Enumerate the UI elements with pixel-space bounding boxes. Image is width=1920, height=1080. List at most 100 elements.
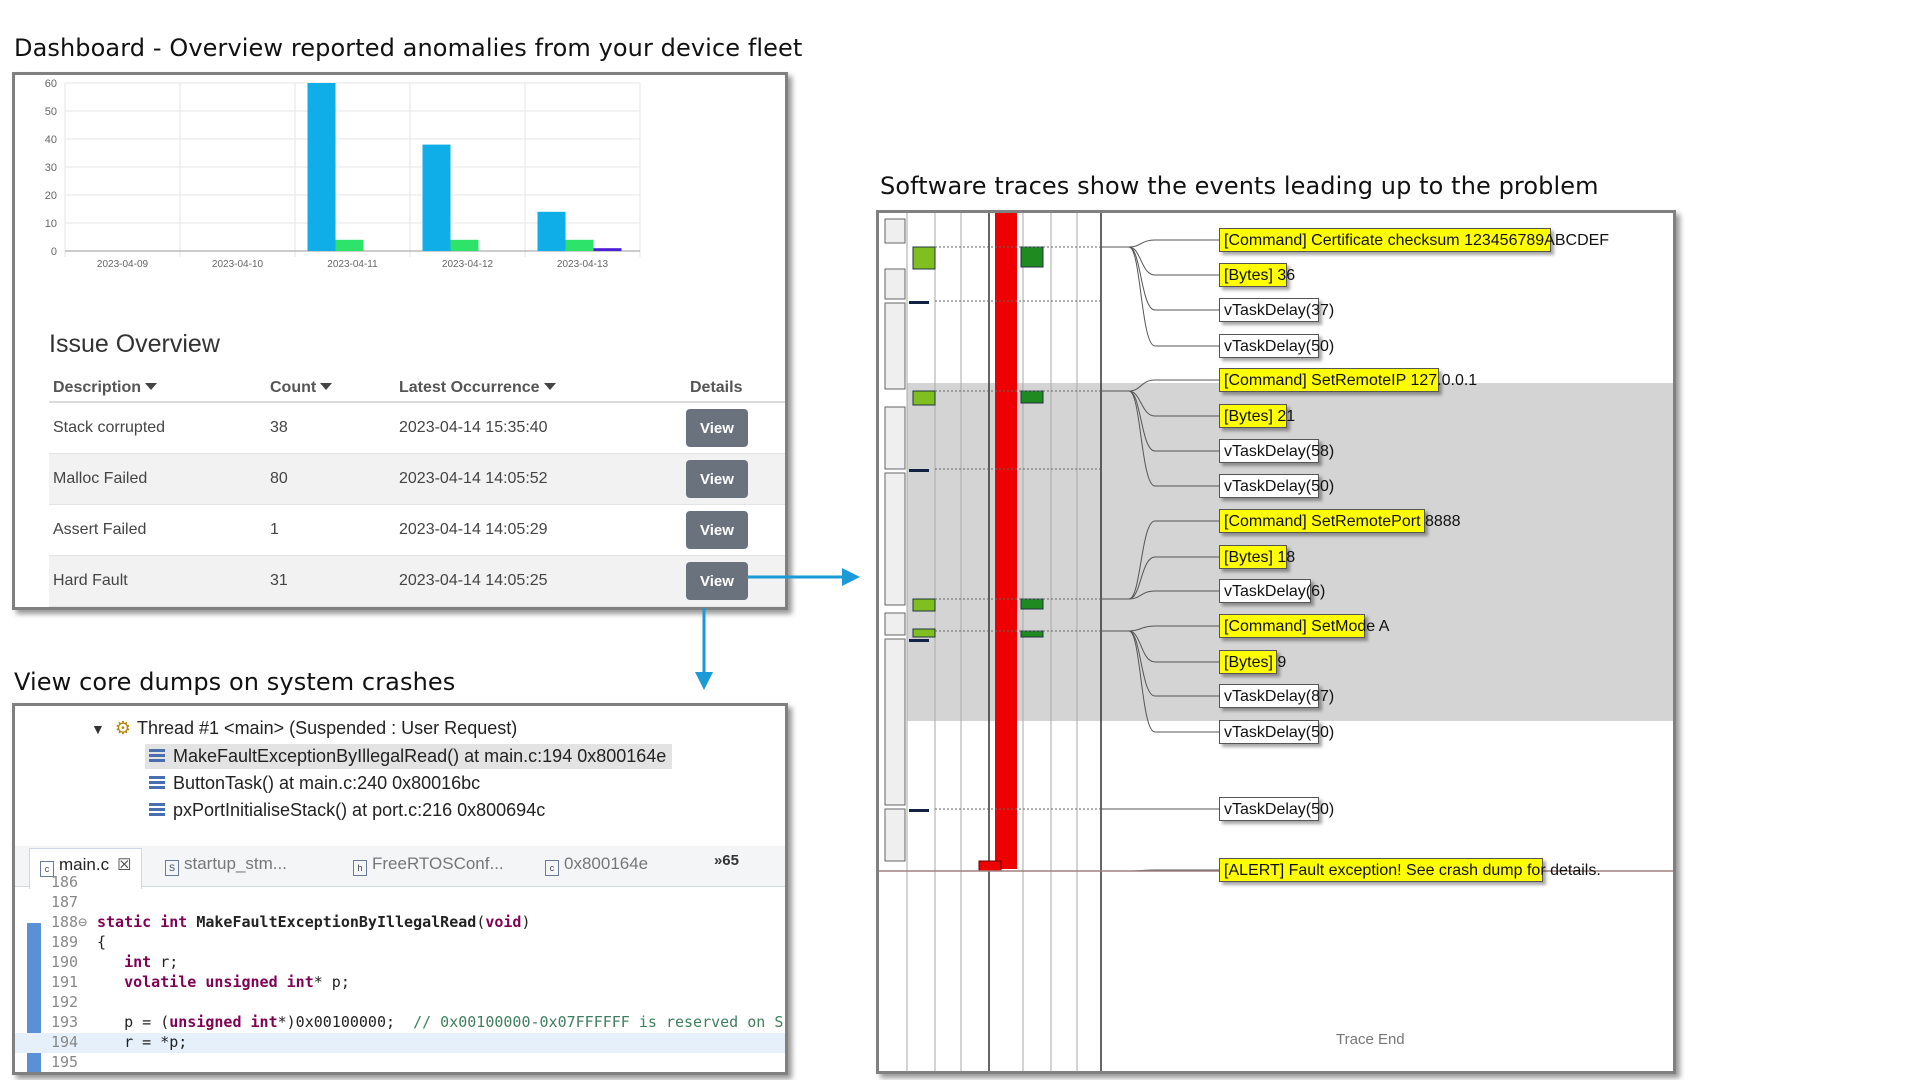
trace-event-label[interactable]: vTaskDelay(50): [1219, 334, 1334, 358]
more-tabs-button[interactable]: »65: [713, 852, 739, 869]
thread-entry[interactable]: ▼⚙Thread #1 <main> (Suspended : User Req…: [91, 718, 518, 738]
issue-description: Stack corrupted: [53, 419, 166, 436]
code-line[interactable]: 193 p = (unsigned int*)0x00100000; // 0x…: [15, 1013, 785, 1033]
task-block: [884, 612, 906, 636]
trace-event-label[interactable]: [Command] SetRemoteIP 127.0.0.1: [1219, 368, 1477, 392]
trace-event-label[interactable]: vTaskDelay(50): [1219, 797, 1334, 821]
code-editor[interactable]: 186 187 188⊖static int MakeFaultExceptionB…: [15, 873, 785, 1072]
line-number: 190: [51, 953, 79, 971]
trace-end-label: Trace End: [1336, 1031, 1405, 1048]
code-line[interactable]: 195: [15, 1053, 785, 1072]
stack-frame[interactable]: MakeFaultExceptionByIllegalRead() at mai…: [145, 744, 673, 769]
stack-frame[interactable]: pxPortInitialiseStack() at port.c:216 0x…: [145, 798, 551, 823]
issue-overview-title: Issue Overview: [49, 330, 220, 358]
trace-event-label[interactable]: [Bytes] 21: [1219, 404, 1295, 428]
trace-event-label[interactable]: [Command] SetRemotePort 8888: [1219, 509, 1461, 533]
x-tick-label: 2023-04-10: [212, 259, 264, 270]
trace-event-label[interactable]: vTaskDelay(50): [1219, 474, 1334, 498]
code-line[interactable]: 189 {: [15, 933, 785, 953]
trace-event-label[interactable]: vTaskDelay(50): [1219, 720, 1334, 744]
bar: [422, 144, 451, 251]
trace-connector: [1101, 246, 1219, 311]
code-line[interactable]: 191 volatile unsigned int* p;: [15, 973, 785, 993]
x-tick-label: 2023-04-11: [327, 259, 378, 270]
core-dump-panel: ▼⚙Thread #1 <main> (Suspended : User Req…: [12, 703, 788, 1075]
task-block: [884, 472, 906, 606]
line-number: 187: [51, 893, 79, 911]
code-text: {: [97, 933, 107, 951]
trace-event-label[interactable]: [Bytes] 36: [1219, 263, 1295, 287]
code-text: p = (unsigned int*)0x00100000; // 0x0010…: [97, 1013, 784, 1031]
line-number: 186: [51, 873, 79, 891]
trace-connector: [1101, 630, 1219, 733]
bar: [537, 211, 566, 251]
view-button[interactable]: View: [686, 562, 748, 600]
task-block: [884, 406, 906, 470]
code-line[interactable]: 186: [15, 873, 785, 893]
close-tab-icon[interactable]: ☒: [117, 857, 132, 874]
y-tick-label: 20: [45, 190, 57, 202]
trace-event-label[interactable]: vTaskDelay(37): [1219, 298, 1334, 322]
view-button[interactable]: View: [686, 511, 748, 549]
bar: [565, 239, 594, 251]
stack-frame-icon: [149, 803, 165, 817]
issue-count: 38: [270, 419, 288, 436]
collapse-chevron-icon[interactable]: ▼: [91, 721, 105, 737]
code-line[interactable]: 192: [15, 993, 785, 1013]
issue-count: 80: [270, 470, 288, 487]
code-line[interactable]: 188⊖static int MakeFaultExceptionByIlleg…: [15, 913, 785, 933]
issue-count: 1: [270, 521, 279, 538]
trace-connector: [1101, 590, 1219, 600]
header-description[interactable]: Description: [53, 379, 158, 397]
trace-event-label[interactable]: [Bytes] 9: [1219, 650, 1286, 674]
trace-event-label[interactable]: vTaskDelay(87): [1219, 684, 1334, 708]
event-box: [912, 628, 936, 638]
header-count[interactable]: Count: [270, 379, 333, 397]
sort-caret-icon: [543, 383, 556, 390]
event-box: [1020, 598, 1044, 610]
core-dumps-caption: View core dumps on system crashes: [14, 668, 456, 696]
y-tick-label: 30: [45, 162, 57, 174]
line-number: 191: [51, 973, 79, 991]
task-marker: [909, 639, 929, 642]
code-line[interactable]: 187: [15, 893, 785, 913]
trace-event-label[interactable]: vTaskDelay(6): [1219, 579, 1325, 603]
issue-latest-occurrence: 2023-04-14 14:05:25: [399, 572, 548, 589]
stack-frame[interactable]: ButtonTask() at main.c:240 0x80016bc: [145, 771, 486, 796]
bar: [335, 239, 364, 251]
trace-connector: [1101, 390, 1219, 487]
code-line[interactable]: 194 r = *p;: [15, 1033, 785, 1053]
trace-event-label[interactable]: [Bytes] 18: [1219, 545, 1295, 569]
trace-event-label[interactable]: [ALERT] Fault exception! See crash dump …: [1219, 858, 1601, 882]
issue-table-header: Description Count Latest Occurrence Deta…: [49, 367, 785, 403]
fault-execution-bar: [995, 213, 1017, 869]
y-tick-label: 40: [45, 134, 57, 146]
trace-event-label[interactable]: [Command] Certificate checksum 123456789…: [1219, 228, 1609, 252]
y-tick-label: 0: [51, 246, 57, 258]
header-latest-occurrence[interactable]: Latest Occurrence: [399, 379, 556, 397]
event-box: [1020, 390, 1044, 404]
code-line[interactable]: 190 int r;: [15, 953, 785, 973]
issue-description: Malloc Failed: [53, 470, 148, 487]
c-file-icon: c: [545, 860, 559, 876]
view-button[interactable]: View: [686, 409, 748, 447]
trace-event-label[interactable]: vTaskDelay(58): [1219, 439, 1334, 463]
line-number: 189: [51, 933, 79, 951]
line-number: 195: [51, 1053, 79, 1071]
trace-event-label[interactable]: [Command] SetMode A: [1219, 614, 1389, 638]
y-tick-label: 60: [45, 78, 57, 90]
issue-description: Hard Fault: [53, 572, 128, 589]
x-tick-label: 2023-04-09: [97, 259, 149, 270]
view-button[interactable]: View: [686, 460, 748, 498]
issue-latest-occurrence: 2023-04-14 14:05:29: [399, 521, 548, 538]
